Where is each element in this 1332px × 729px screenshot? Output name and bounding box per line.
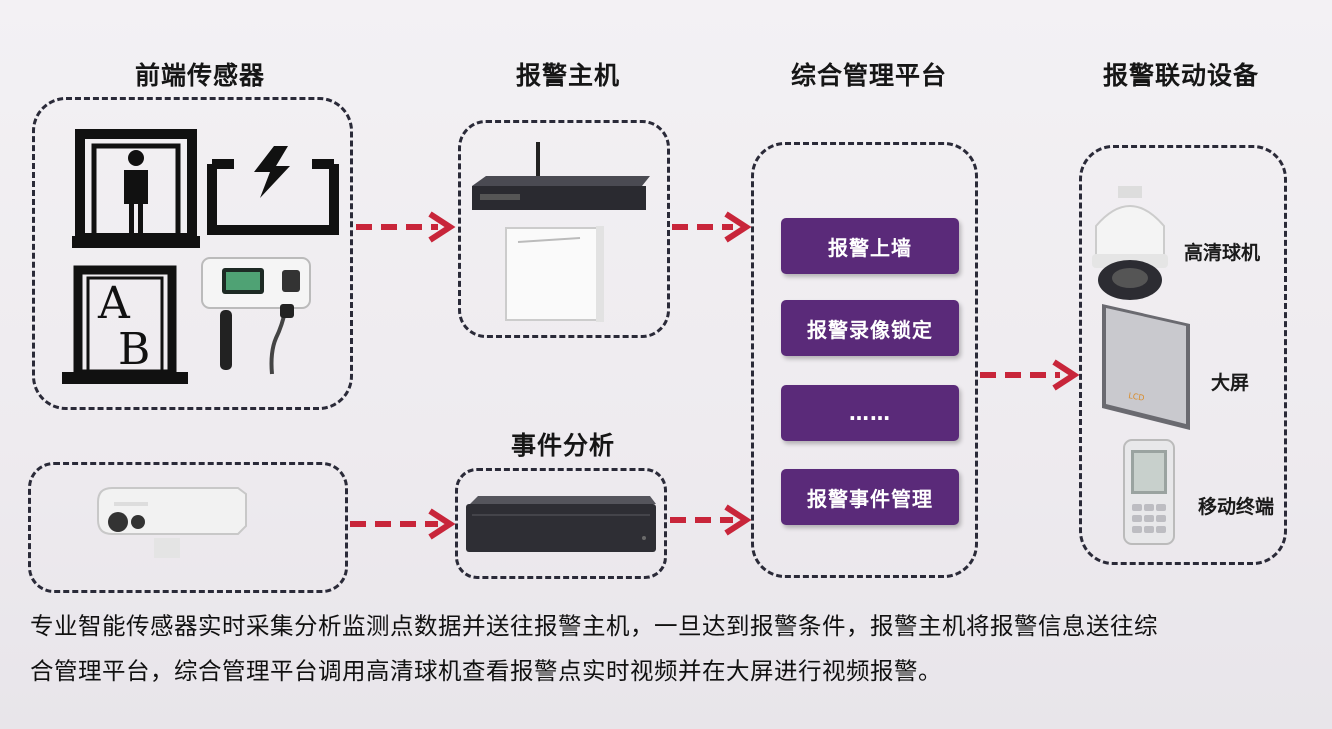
walk-through-detector-icon: [72, 129, 200, 248]
event-analysis-device-icon: [466, 496, 656, 552]
title-alarm-host: 报警主机: [515, 61, 621, 90]
platform-button-recording-lock[interactable]: 报警录像锁定: [781, 300, 959, 356]
glyph-a: A: [97, 278, 131, 329]
vibration-sensor-icon: [207, 146, 339, 235]
linkage-box: [1079, 145, 1287, 565]
sensor-group-box: [32, 97, 353, 410]
platform-button-event-management[interactable]: 报警事件管理: [781, 469, 959, 525]
platform-box: [751, 142, 978, 578]
title-event-analysis: 事件分析: [510, 431, 616, 460]
dome-camera-icon: [1092, 186, 1168, 300]
alarm-host-device-icon: [472, 142, 650, 322]
temperature-humidity-sensor-icon: [201, 257, 311, 375]
analysis-box: [455, 468, 667, 579]
title-sensors: 前端传感器: [134, 61, 266, 90]
bullet-camera-icon: [97, 487, 247, 558]
description-line-2: 合管理平台，综合管理平台调用高清球机查看报警点实时视频并在大屏进行视频报警。: [30, 657, 942, 685]
mobile-terminal-icon: [1123, 439, 1175, 545]
description-text: 专业智能传感器实时采集分析监测点数据并送往报警主机，一旦达到报警条件，报警主机将…: [30, 604, 1300, 694]
title-linkage: 报警联动设备: [1102, 61, 1260, 90]
label-hd-dome-camera: 高清球机: [1184, 242, 1261, 264]
label-large-screen: 大屏: [1211, 372, 1250, 394]
camera-box: [28, 462, 348, 593]
title-platform: 综合管理平台: [790, 61, 948, 90]
access-ab-detector-icon: A B: [62, 265, 188, 384]
glyph-b: B: [118, 324, 150, 375]
large-screen-icon: LCD: [1102, 304, 1190, 430]
alarm-host-box: [458, 120, 670, 338]
lcd-badge: LCD: [1128, 391, 1146, 403]
label-mobile-terminal: 移动终端: [1198, 496, 1275, 518]
platform-button-alarm-wall[interactable]: 报警上墙: [781, 218, 959, 274]
description-line-1: 专业智能传感器实时采集分析监测点数据并送往报警主机，一旦达到报警条件，报警主机将…: [30, 612, 1158, 640]
platform-button-more[interactable]: ……: [781, 385, 959, 441]
